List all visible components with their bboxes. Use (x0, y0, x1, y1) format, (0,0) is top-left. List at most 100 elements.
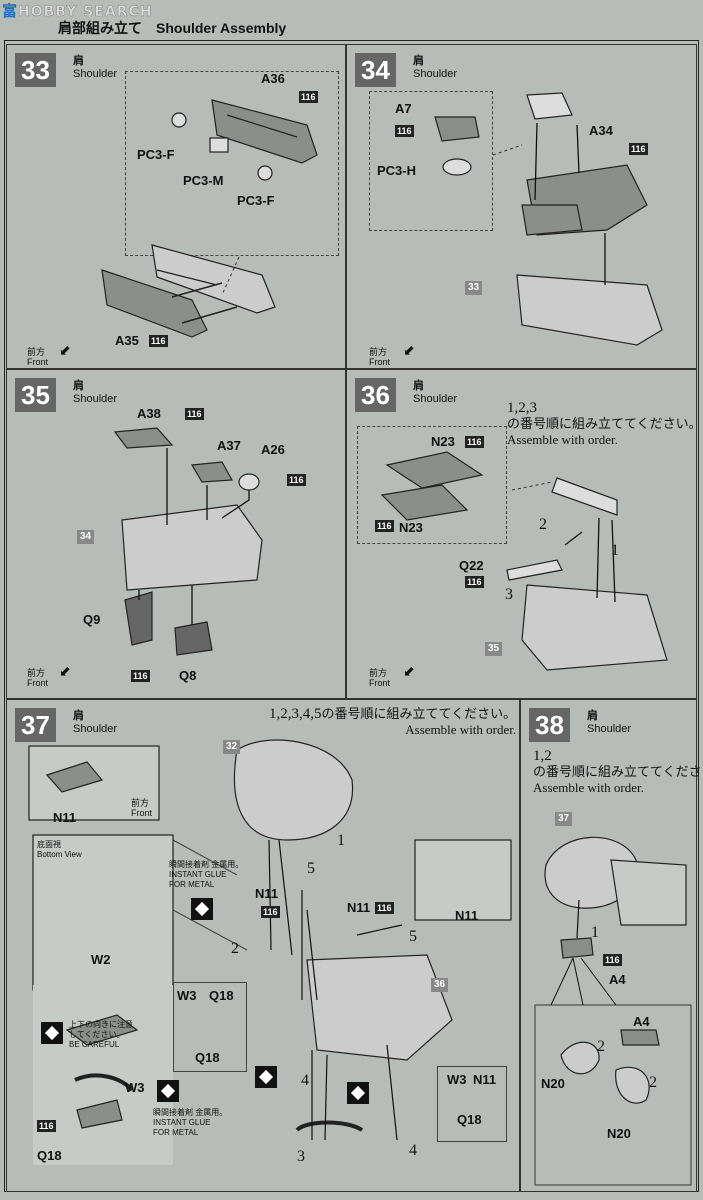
subassembly-box (357, 426, 507, 544)
part-label: Q18 (457, 1112, 482, 1127)
step-reference-badge: 34 (77, 530, 95, 544)
step-reference-badge: 37 (555, 812, 573, 826)
part-badge: 116 (603, 954, 622, 966)
order-number: 4 (409, 1142, 417, 1159)
part-label: N11 (455, 908, 479, 923)
step-reference-badge: 35 (485, 642, 503, 656)
order-number: 5 (409, 928, 417, 945)
part-badge: 116 (629, 143, 648, 155)
assembly-order-note: 1,2 の番号順に組み立ててください。 Assemble with order. (533, 748, 703, 795)
part-label: A34 (589, 123, 613, 138)
step-38-drawing (534, 836, 692, 1186)
part-badge: 116 (465, 576, 484, 588)
part-label: Q18 (209, 988, 234, 1003)
order-number: 5 (307, 860, 315, 877)
assembly-order-note: 1,2,3,4,5の番号順に組み立ててください。 Assemble with o… (269, 706, 517, 737)
order-number: 2 (649, 1074, 657, 1091)
part-label: W3 (177, 988, 197, 1003)
part-label: PC3-M (183, 173, 224, 188)
step-number: 35 (15, 378, 56, 412)
glue-icon (347, 1082, 369, 1104)
part-label: Q18 (37, 1148, 62, 1163)
part-label: Q8 (179, 668, 197, 683)
step-number: 38 (529, 708, 570, 742)
part-label: PC3-F (237, 193, 275, 208)
part-label: A4 (609, 972, 626, 987)
front-arrow-icon: ⬋ (403, 342, 415, 358)
assembly-order-note: 1,2,3 の番号順に組み立ててください。 Assemble with orde… (507, 400, 702, 447)
order-number: 1 (611, 542, 619, 559)
part-label: N23 (399, 520, 423, 535)
order-number: 4 (301, 1072, 309, 1089)
part-label: A38 (137, 406, 161, 421)
part-label: N20 (541, 1076, 565, 1091)
order-number: 3 (297, 1148, 305, 1165)
part-badge: 116 (37, 1120, 56, 1132)
order-number: 1 (337, 832, 345, 849)
part-label: N11 (347, 900, 371, 915)
glue-icon (157, 1080, 179, 1102)
part-label: W3 (447, 1072, 467, 1087)
step-number: 33 (15, 53, 56, 87)
part-label: N11 (53, 810, 77, 825)
front-arrow-icon: ⬋ (403, 663, 415, 679)
step-37-drawing (28, 739, 512, 1165)
part-label: A26 (261, 442, 285, 457)
step-reference-badge: 33 (465, 281, 483, 295)
part-badge: 116 (131, 670, 150, 682)
order-number: 2 (231, 940, 239, 957)
subassembly-box (125, 71, 339, 256)
front-arrow-icon: ⬋ (59, 342, 71, 358)
subassembly-box (369, 91, 493, 231)
order-number: 1 (591, 924, 599, 941)
part-label: Q22 (459, 558, 484, 573)
step-36-drawing (380, 451, 668, 671)
part-label: N11 (473, 1072, 497, 1087)
part-label: PC3-H (377, 163, 417, 178)
part-label: A4 (633, 1014, 650, 1029)
front-arrow-icon: ⬋ (59, 663, 71, 679)
part-badge: 116 (375, 520, 394, 532)
part-badge: 116 (287, 474, 306, 486)
order-number: 2 (539, 516, 547, 533)
part-label: N20 (607, 1126, 631, 1141)
part-label: Q9 (83, 612, 101, 627)
care-note: 上下の向きに注意してください。BE CAREFUL (69, 1020, 133, 1049)
part-label: A37 (217, 438, 241, 453)
order-number: 3 (505, 586, 513, 603)
part-label: A7 (395, 101, 412, 116)
step-number: 37 (15, 708, 56, 742)
step-33-drawing (101, 99, 318, 338)
glue-icon (191, 898, 213, 920)
order-number: 2 (597, 1038, 605, 1055)
step-number: 34 (355, 53, 396, 87)
glue-icon (255, 1066, 277, 1088)
part-badge: 116 (149, 335, 168, 347)
caution-icon (41, 1022, 63, 1044)
part-badge: 116 (375, 902, 394, 914)
detail-callout (437, 1066, 507, 1142)
part-label: A36 (261, 71, 285, 86)
detail-callout (173, 982, 247, 1072)
part-label: PC3-F (137, 147, 175, 162)
part-badge: 116 (465, 436, 484, 448)
step-34-drawing (434, 92, 663, 346)
